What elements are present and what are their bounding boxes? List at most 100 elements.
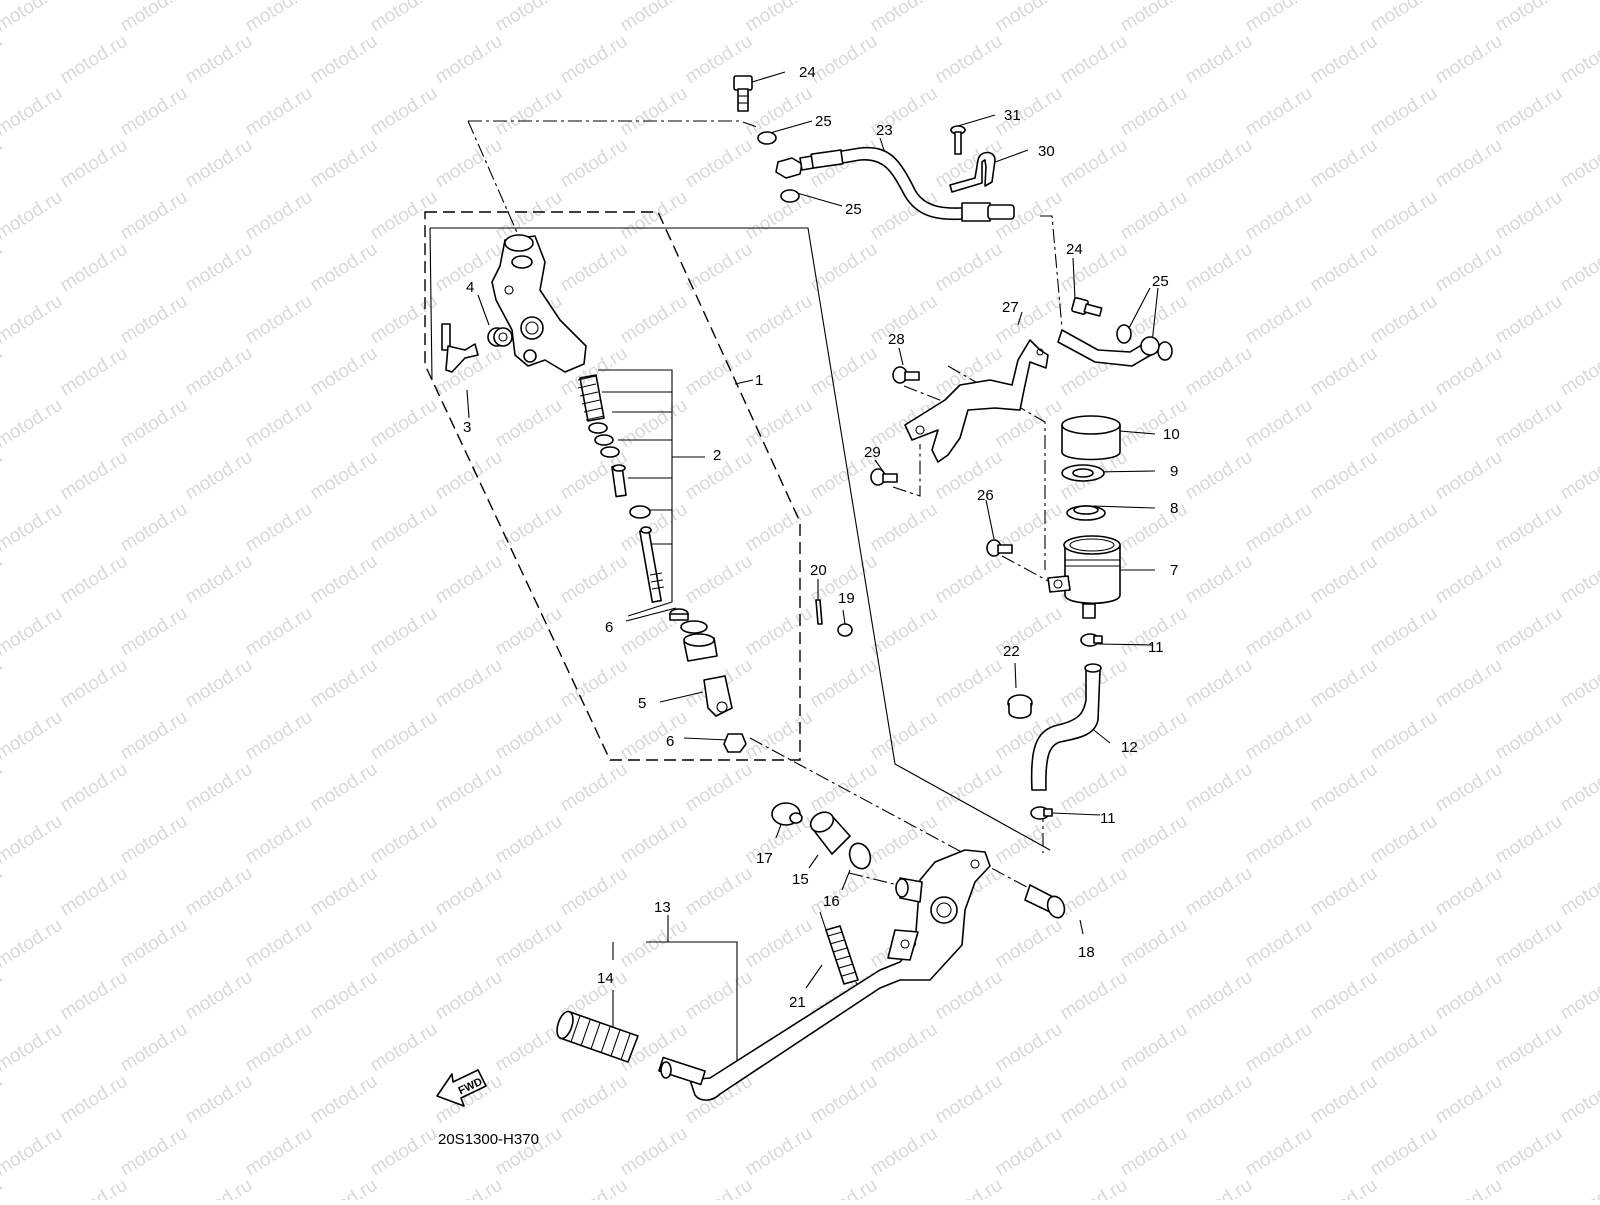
watermark-text: motod.ru bbox=[1057, 1071, 1132, 1129]
callout-13: 13 bbox=[654, 899, 671, 916]
callout-22: 22 bbox=[1003, 643, 1020, 660]
watermark-text: motod.ru bbox=[1182, 135, 1257, 193]
watermark-text: motod.ru bbox=[242, 1123, 317, 1181]
push-rod bbox=[639, 526, 665, 603]
watermark-text: motod.ru bbox=[1367, 291, 1442, 349]
assembly-guide-line-left bbox=[429, 227, 433, 381]
watermark-text: motod.ru bbox=[1057, 31, 1132, 89]
watermark-text: motod.ru bbox=[1432, 551, 1507, 609]
watermark-text: motod.ru bbox=[1432, 343, 1507, 401]
watermark-text: motod.ru bbox=[242, 83, 317, 141]
watermark-text: motod.ru bbox=[682, 759, 757, 817]
watermark-text: motod.ru bbox=[1492, 187, 1567, 245]
watermark-text: motod.ru bbox=[492, 83, 567, 141]
watermark-text: motod.ru bbox=[1557, 863, 1600, 921]
watermark-text: motod.ru bbox=[307, 239, 382, 297]
watermark-text: motod.ru bbox=[117, 83, 192, 141]
watermark-text: motod.ru bbox=[742, 83, 817, 141]
hose-clip-upper bbox=[1080, 633, 1103, 647]
callout-24a: 24 bbox=[799, 64, 816, 81]
watermark-text: motod.ru bbox=[117, 603, 192, 661]
watermark-text: motod.ru bbox=[432, 551, 507, 609]
watermark-text: motod.ru bbox=[307, 1071, 382, 1129]
watermark-text: motod.ru bbox=[117, 187, 192, 245]
watermark-text: motod.ru bbox=[807, 1071, 882, 1129]
watermark-text: motod.ru bbox=[0, 1123, 66, 1181]
callout-16: 16 bbox=[823, 893, 840, 910]
watermark-text: motod.ru bbox=[1117, 811, 1192, 869]
watermark-text: motod.ru bbox=[432, 967, 507, 1025]
watermark-text: motod.ru bbox=[742, 499, 817, 557]
copper-washer-top bbox=[757, 131, 777, 145]
watermark-text: motod.ru bbox=[1182, 343, 1257, 401]
assembly-guide-line bbox=[430, 227, 1051, 851]
watermark-text: motod.ru bbox=[242, 187, 317, 245]
watermark-text: motod.ru bbox=[557, 1175, 632, 1200]
callout-27: 27 bbox=[1002, 299, 1019, 316]
brake-pedal bbox=[658, 849, 991, 1101]
pin-route-line bbox=[749, 737, 1061, 906]
watermark-text: motod.ru bbox=[1242, 291, 1317, 349]
watermark-text: motod.ru bbox=[1307, 447, 1382, 505]
watermark-text: motod.ru bbox=[1557, 239, 1600, 297]
watermark-text: motod.ru bbox=[1117, 1123, 1192, 1181]
watermark-text: motod.ru bbox=[117, 1123, 192, 1181]
callout-25b: 25 bbox=[845, 201, 862, 218]
watermark-text: motod.ru bbox=[867, 707, 942, 765]
watermark-text: motod.ru bbox=[1057, 1175, 1132, 1200]
callout-23: 23 bbox=[876, 122, 893, 139]
watermark-text: motod.ru bbox=[1367, 395, 1442, 453]
watermark-text: motod.ru bbox=[1492, 83, 1567, 141]
watermark-text: motod.ru bbox=[932, 551, 1007, 609]
watermark-text: motod.ru bbox=[1432, 655, 1507, 713]
watermark-text: motod.ru bbox=[807, 759, 882, 817]
watermark-text: motod.ru bbox=[182, 1071, 257, 1129]
o-ring bbox=[848, 842, 872, 870]
watermark-text: motod.ru bbox=[0, 1175, 6, 1200]
watermark-text: motod.ru bbox=[432, 1175, 507, 1200]
watermark-text: motod.ru bbox=[742, 603, 817, 661]
watermark-text: motod.ru bbox=[0, 0, 66, 36]
watermark-text: motod.ru bbox=[492, 395, 567, 453]
watermark-text: motod.ru bbox=[682, 863, 757, 921]
watermark-text: motod.ru bbox=[1307, 343, 1382, 401]
watermark-text: motod.ru bbox=[1182, 863, 1257, 921]
watermark-text: motod.ru bbox=[1307, 759, 1382, 817]
watermark-text: motod.ru bbox=[182, 239, 257, 297]
reservoir-diaphragm-plate bbox=[1061, 464, 1105, 482]
bracket-bolt-lower bbox=[870, 468, 898, 486]
piston bbox=[611, 464, 627, 498]
watermark-text: motod.ru bbox=[242, 0, 317, 36]
watermark-text: motod.ru bbox=[492, 187, 567, 245]
watermark-text: motod.ru bbox=[182, 135, 257, 193]
watermark-text: motod.ru bbox=[1242, 603, 1317, 661]
watermark-text: motod.ru bbox=[742, 1123, 817, 1181]
piston-cup-secondary bbox=[600, 446, 620, 458]
watermark-text: motod.ru bbox=[0, 83, 66, 141]
watermark-text: motod.ru bbox=[57, 239, 132, 297]
watermark-text: motod.ru bbox=[1367, 499, 1442, 557]
union-bolt-reservoir bbox=[1071, 297, 1103, 317]
watermark-text: motod.ru bbox=[367, 915, 442, 973]
watermark-text: motod.ru bbox=[307, 967, 382, 1025]
callout-24b: 24 bbox=[1066, 241, 1083, 258]
watermark-text: motod.ru bbox=[1117, 83, 1192, 141]
watermark-text: motod.ru bbox=[432, 759, 507, 817]
hose-clamp bbox=[1007, 694, 1033, 719]
watermark-text: motod.ru bbox=[1182, 1071, 1257, 1129]
watermark-text: motod.ru bbox=[242, 811, 317, 869]
watermark-text: motod.ru bbox=[1557, 967, 1600, 1025]
watermark-text: motod.ru bbox=[1182, 655, 1257, 713]
watermark-text: motod.ru bbox=[1492, 915, 1567, 973]
watermark-text: motod.ru bbox=[617, 0, 692, 36]
watermark-text: motod.ru bbox=[1307, 967, 1382, 1025]
watermark-text: motod.ru bbox=[492, 707, 567, 765]
watermark-text: motod.ru bbox=[867, 1019, 942, 1077]
watermark-text: motod.ru bbox=[992, 1019, 1067, 1077]
watermark-text: motod.ru bbox=[57, 655, 132, 713]
boot-ring bbox=[680, 620, 708, 634]
callout-28: 28 bbox=[888, 331, 905, 348]
watermark-text: motod.ru bbox=[1307, 1071, 1382, 1129]
watermark-text: motod.ru bbox=[932, 759, 1007, 817]
reservoir-hose-banjo bbox=[1140, 336, 1160, 356]
